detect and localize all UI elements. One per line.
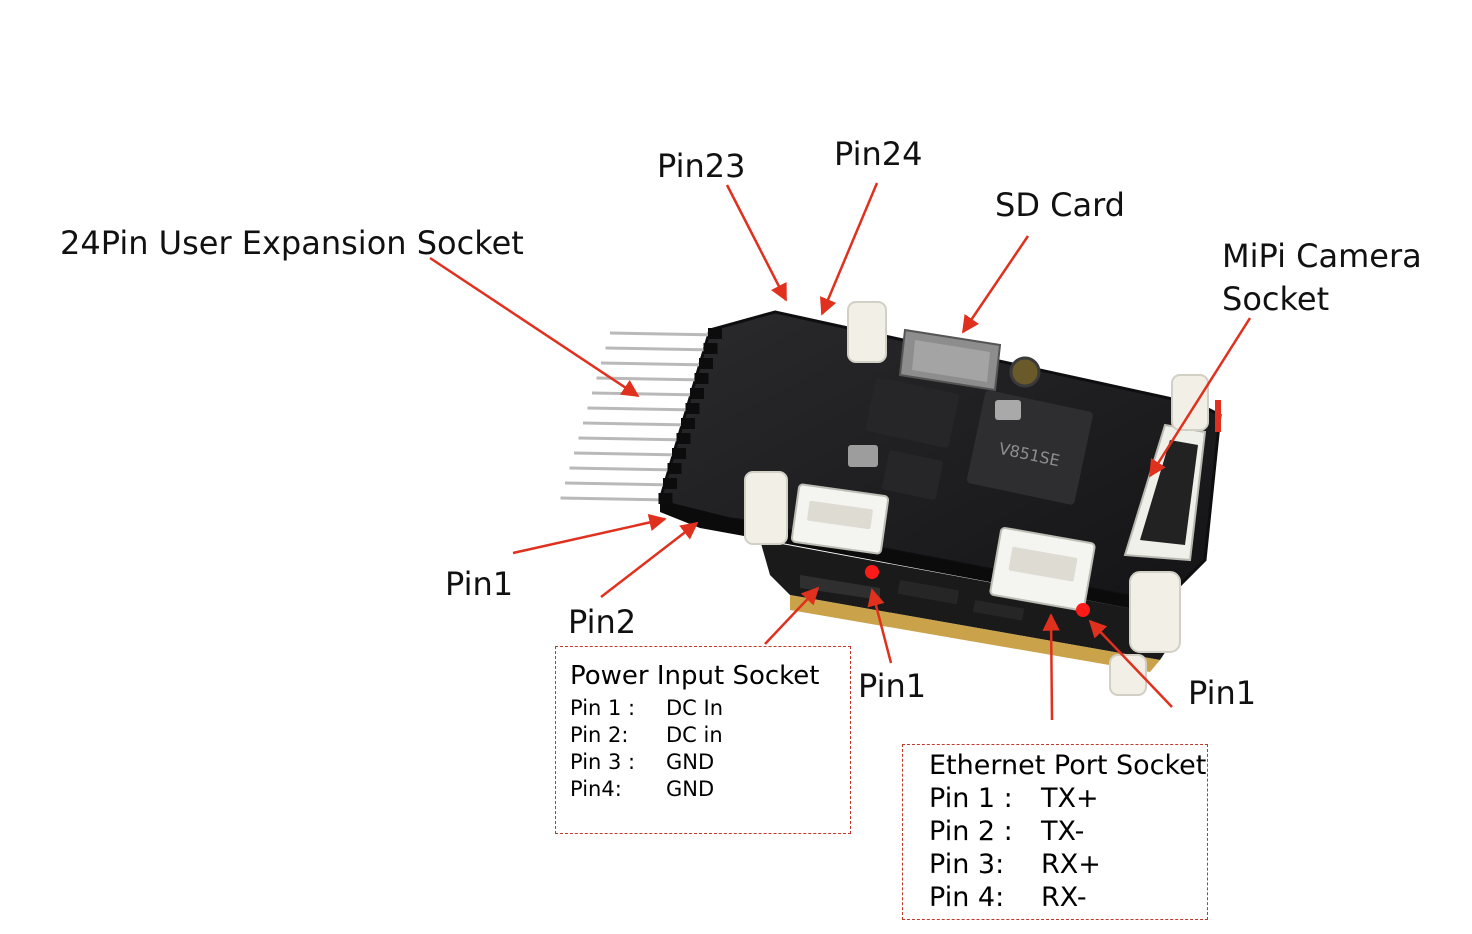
mipi-camera-connector	[1123, 423, 1207, 562]
small-chip	[881, 450, 943, 500]
pin-name: Pin 1 :	[929, 783, 1013, 814]
header-pin-housing	[708, 328, 722, 339]
arrow-pin1-power	[867, 588, 893, 664]
header-pin	[578, 436, 689, 442]
pin-value: RX+	[1041, 849, 1101, 880]
header-pin	[605, 346, 716, 352]
oscillator	[995, 400, 1021, 420]
header-pin-housing	[694, 373, 709, 384]
header-pin-housing	[681, 418, 695, 429]
pin-value: GND	[666, 777, 715, 801]
power-connector-j2	[790, 483, 890, 555]
pcb-chips: V851SE	[848, 356, 1093, 505]
nylon-standoffs	[744, 301, 1221, 696]
arrow-pin23	[725, 184, 788, 302]
header-pin-housing	[703, 343, 718, 354]
annotation-arrows	[429, 182, 1252, 721]
header-pin-housing	[663, 478, 677, 489]
arrow-ethernet-socket	[1042, 613, 1060, 721]
power-pin-row: Pin 3 : GND	[570, 749, 850, 776]
pin-value: GND	[666, 750, 715, 774]
power-pin-row: Pin 2: DC in	[570, 722, 850, 749]
pin-name: Pin 2 :	[929, 816, 1013, 847]
ethernet-pin-row: Pin 1 : TX+	[929, 782, 1207, 815]
label-pin1-ethernet: Pin1	[1188, 674, 1257, 712]
header-pin-housing	[658, 493, 673, 504]
arrow-pin24	[820, 182, 879, 316]
ethernet-socket-title: Ethernet Port Socket	[929, 750, 1207, 781]
header-pin	[573, 451, 685, 457]
label-pin1-power: Pin1	[858, 667, 927, 705]
ethernet-connector-j3	[989, 526, 1096, 612]
header-pin-housing	[685, 403, 700, 414]
arrow-pin1-ethernet	[1088, 619, 1173, 708]
header-pin	[560, 496, 671, 502]
arrow-pin2-header	[600, 521, 699, 598]
header-pin-housing	[667, 463, 682, 474]
label-pin2-header: Pin2	[568, 603, 637, 641]
header-pin-housing	[699, 358, 713, 369]
power-socket-title: Power Input Socket	[570, 661, 820, 691]
arrow-pin1-header	[512, 513, 667, 555]
label-sd-card: SD Card	[995, 186, 1125, 224]
ethernet-port-socket-box: Ethernet Port Socket Pin 1 : TX+ Pin 2 :…	[902, 744, 1208, 920]
header-pin-housing	[690, 388, 704, 399]
pin-value: DC In	[666, 696, 724, 720]
pin-name: Pin 2:	[570, 723, 629, 747]
label-pin24: Pin24	[834, 135, 923, 173]
header-pin	[564, 481, 676, 487]
header-pin	[587, 406, 698, 412]
arrow-mipi-socket	[1148, 317, 1252, 478]
pin-name: Pin 4:	[929, 882, 1005, 913]
ethernet-pin-row: Pin 4: RX-	[929, 881, 1207, 914]
ethernet-pin-row: Pin 3: RX+	[929, 848, 1207, 881]
buzzer	[1009, 356, 1041, 388]
pin-value: DC in	[666, 723, 723, 747]
ethernet-pin-row: Pin 2 : TX-	[929, 815, 1207, 848]
header-pin	[609, 331, 721, 337]
pin-name: Pin 1 :	[570, 696, 636, 720]
power-pin-list: Pin 1 : DC In Pin 2: DC in Pin 3 : GND P…	[570, 695, 850, 803]
label-pin1-header: Pin1	[445, 565, 514, 603]
pin1-dot-ethernet	[1076, 603, 1090, 617]
ethernet-pin-list: Pin 1 : TX+ Pin 2 : TX- Pin 3: RX+ Pin 4…	[929, 782, 1207, 914]
arrow-power-socket	[764, 586, 820, 645]
power-input-socket-box: Power Input Socket Pin 1 : DC In Pin 2: …	[555, 646, 851, 834]
pin-name: Pin 3:	[929, 849, 1005, 880]
pin-name: Pin 3 :	[570, 750, 636, 774]
header-pin	[600, 361, 712, 367]
header-pin-housing	[672, 448, 686, 459]
header-pin-housing	[676, 433, 691, 444]
arrow-expansion-socket	[429, 256, 640, 398]
header-pin	[569, 466, 680, 472]
lower-pcb	[760, 540, 1170, 672]
pin-value: TX-	[1041, 816, 1085, 847]
flash-chip	[865, 377, 960, 448]
pin-value: TX+	[1041, 783, 1099, 814]
pin-value: RX-	[1041, 882, 1087, 913]
crystal	[848, 445, 878, 467]
arrow-sd-card	[961, 235, 1030, 334]
header-pin	[582, 421, 694, 427]
pin1-dots	[865, 565, 1090, 617]
label-mipi-line2: Socket	[1222, 280, 1330, 318]
pin-name: Pin4:	[570, 777, 622, 801]
label-pin23: Pin23	[657, 147, 746, 185]
header-pin	[591, 391, 703, 397]
pin1-dot-power	[865, 565, 879, 579]
label-mipi-camera-socket: MiPi Camera Socket	[1222, 235, 1462, 321]
label-mipi-line1: MiPi Camera	[1222, 237, 1422, 275]
power-pin-row: Pin4: GND	[570, 776, 850, 803]
expansion-header-pins	[560, 328, 722, 504]
header-pin	[596, 376, 707, 382]
power-pin-row: Pin 1 : DC In	[570, 695, 850, 722]
label-expansion-socket: 24Pin User Expansion Socket	[60, 224, 524, 262]
sd-card-slot	[898, 328, 1002, 392]
